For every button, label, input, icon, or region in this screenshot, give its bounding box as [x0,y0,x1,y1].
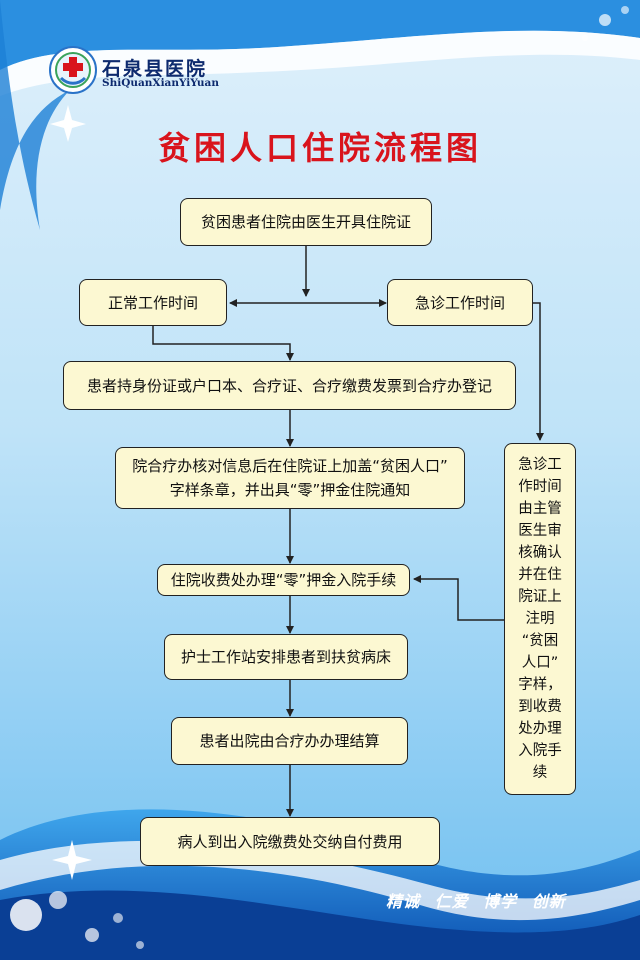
arrow-emergency-to-note [533,302,544,441]
flow-branch-emergency-hours: 急诊工作时间 [387,279,533,326]
hospital-motto: 精诚 仁爱 博学 创新 [386,892,566,911]
emergency-note-line: 作时间 [518,479,562,495]
flow-emergency-note: 急诊工作时间由主管医生审核确认并在住院证上注明 “贫困人口” 字样， 到收费处办理入院… [504,443,576,795]
emergency-note-line: 入院手 [518,743,562,759]
page-title: 贫困人口住院流程图 [157,129,482,167]
arrow-normal-to-step2 [152,326,294,361]
flow-branch-normal-hours: 正常工作时间 [79,279,227,326]
emergency-note-line: “贫困 [521,633,559,649]
emergency-note-line: 急诊工 [518,457,562,473]
emergency-note-line: 字样， [518,677,562,693]
emergency-note-line: 人口” [521,655,559,671]
hospital-logo [48,45,98,99]
hospital-name: 石泉县医院 [102,58,208,80]
emergency-note-line: 由主管 [518,501,562,517]
emergency-note-line: 注明 [525,611,555,627]
emergency-note-line: 医生审 [518,523,562,539]
emergency-note-line: 处办理 [518,721,562,737]
flow-step-zero-deposit-admission: 住院收费处办理“零”押金入院手续 [157,564,410,596]
emergency-note-line: 到收费 [518,699,562,715]
flow-step-discharge-settlement: 患者出院由合疗办办理结算 [171,717,408,765]
flow-step-register-at-office: 患者持身份证或户口本、合疗证、合疗缴费发票到合疗办登记 [63,361,516,410]
emergency-note-line: 续 [532,765,548,781]
flow-step-assign-bed: 护士工作站安排患者到扶贫病床 [164,634,408,680]
flow-step-issue-admission-certificate: 贫困患者住院由医生开具住院证 [180,198,432,246]
hospital-name-en: ShiQuanXianYiYuan [102,77,219,89]
flow-step-pay-self-expense: 病人到出入院缴费处交纳自付费用 [140,817,440,866]
arrow-note-to-step4 [413,575,504,621]
emergency-note-line: 院证上 [518,589,562,605]
emergency-note-line: 并在住 [518,567,562,583]
emergency-note-line: 核确认 [518,545,562,561]
flow-step-verify-and-stamp: 院合疗办核对信息后在住院证上加盖“贫困人口” 字样条章，并出具“零”押金住院通知 [115,447,465,509]
